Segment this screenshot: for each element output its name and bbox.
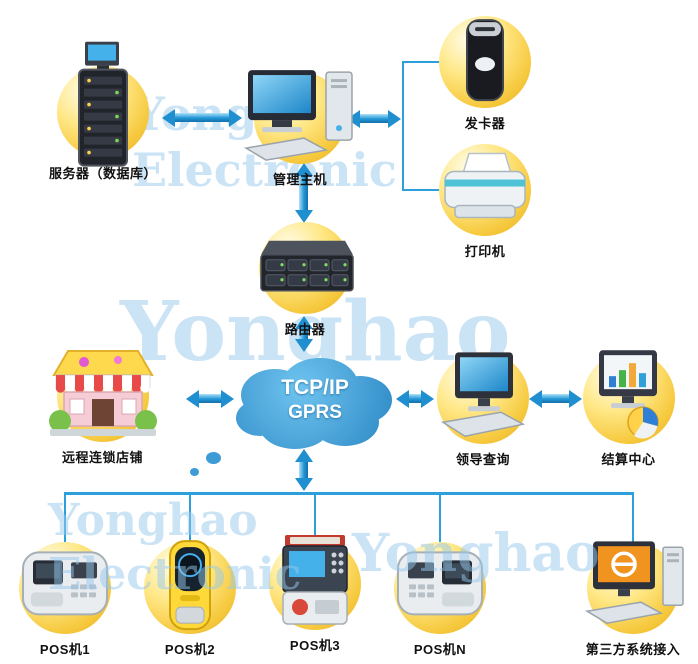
pos-1-badge	[19, 542, 111, 634]
drop-line-pos3	[314, 492, 316, 546]
leader-query-label: 领导查询	[455, 452, 510, 467]
router-icon	[260, 240, 354, 292]
cloud-icon	[236, 358, 392, 449]
node-settlement-center: 结算中心	[556, 350, 698, 468]
node-store: 远程连锁店铺	[20, 350, 185, 466]
arrow-host-router	[299, 176, 308, 210]
node-host: 管理主机	[225, 70, 375, 188]
store-badge	[48, 350, 157, 442]
server-badge	[57, 41, 149, 167]
arrow-server-host	[175, 113, 229, 122]
card-issuer-label: 发卡器	[464, 116, 506, 131]
node-third-party: 第三方系统接入	[565, 541, 698, 658]
router-badge	[259, 222, 354, 314]
third-party-badge	[584, 541, 684, 634]
store-label: 远程连锁店铺	[61, 450, 143, 465]
pos-terminal-3-icon	[282, 535, 348, 625]
cloud-puff-small	[190, 468, 199, 476]
pos-3-badge	[269, 535, 361, 630]
pos-2-badge	[144, 540, 236, 634]
drop-line-posn	[439, 492, 441, 550]
arrow-router-cloud	[299, 329, 308, 339]
pos-terminal-2-icon	[169, 540, 211, 631]
printer-label: 打印机	[464, 244, 506, 259]
pos-1-label: POS机1	[39, 642, 91, 657]
leader-query-badge	[437, 352, 529, 444]
cloud-puff-large	[206, 452, 221, 464]
drop-line-third-party	[632, 492, 634, 550]
node-router: 路由器	[230, 222, 380, 338]
settlement-center-badge	[582, 350, 675, 444]
third-party-label: 第三方系统接入	[585, 642, 681, 657]
pos-terminal-n-icon	[397, 551, 483, 616]
host-label: 管理主机	[272, 172, 327, 187]
node-printer: 打印机	[410, 144, 560, 260]
arrow-store-cloud	[199, 394, 221, 403]
node-pos-2: POS机2	[127, 540, 253, 658]
arrow-host-peripherals	[360, 114, 388, 123]
drop-line-pos2	[189, 492, 191, 550]
node-pos-3: POS机3	[252, 535, 378, 654]
card-issuer-icon	[466, 19, 504, 102]
bracket-bottom-line	[402, 189, 442, 191]
cloud-protocol-2: GPRS	[288, 402, 342, 423]
cloud-protocol-1: TCP/IP	[281, 376, 349, 399]
arrow-leader-settlement	[542, 394, 569, 403]
arrow-cloud-leader	[409, 394, 421, 403]
network-cloud: TCP/IP GPRS	[225, 350, 405, 460]
host-badge	[243, 70, 353, 164]
pos-2-label: POS机2	[164, 642, 216, 657]
pos-n-label: POS机N	[413, 642, 467, 657]
settlement-center-label: 结算中心	[601, 452, 656, 467]
pos-n-badge	[394, 542, 486, 634]
leader-query-computer-icon	[440, 352, 526, 438]
drop-line-pos1	[64, 492, 66, 550]
pos-terminal-1-icon	[22, 551, 108, 616]
third-party-computer-icon	[584, 541, 684, 624]
store-icon	[48, 350, 157, 437]
pos-3-label: POS机3	[289, 638, 341, 653]
printer-badge	[439, 144, 531, 236]
settlement-center-icon	[598, 350, 659, 439]
server-icon	[78, 41, 128, 167]
router-label: 路由器	[284, 322, 326, 337]
node-card-issuer: 发卡器	[410, 16, 560, 132]
printer-icon	[444, 152, 526, 219]
management-host-icon	[243, 70, 353, 161]
node-pos-1: POS机1	[2, 542, 128, 658]
server-label: 服务器（数据库）	[48, 166, 157, 181]
bracket-top-line	[402, 61, 442, 63]
node-pos-n: POS机N	[377, 542, 503, 658]
bottom-bus-line	[64, 492, 634, 495]
card-issuer-badge	[439, 16, 531, 108]
node-server: 服务器（数据库）	[28, 41, 178, 182]
arrow-cloud-bus	[299, 462, 308, 478]
cloud-label: TCP/IP GPRS	[225, 376, 405, 424]
node-leader-query: 领导查询	[408, 352, 558, 468]
bracket-vertical-line	[402, 61, 404, 191]
